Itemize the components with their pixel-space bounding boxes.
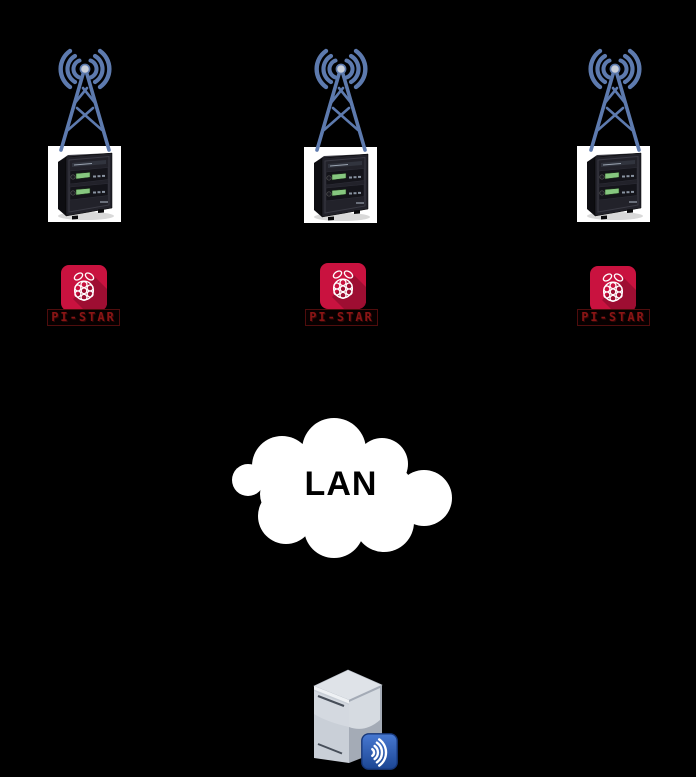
pi-star-label: PI-STAR [47,309,120,326]
pi-star-raspberry-icon [590,266,636,312]
lan-cloud [232,418,452,558]
radio-tower-icon [314,48,368,152]
pi-star-label: PI-STAR [305,309,378,326]
repeater-rack-image [577,146,650,222]
wireless-signal-icon [361,733,398,770]
repeater-rack-image [48,146,121,222]
lan-label: LAN [304,464,378,503]
radio-tower-icon [588,48,642,152]
pi-star-raspberry-icon [61,265,107,311]
radio-tower-icon [58,48,112,152]
pi-star-label: PI-STAR [577,309,650,326]
repeater-rack-image [304,147,377,223]
pi-star-raspberry-icon [320,263,366,309]
